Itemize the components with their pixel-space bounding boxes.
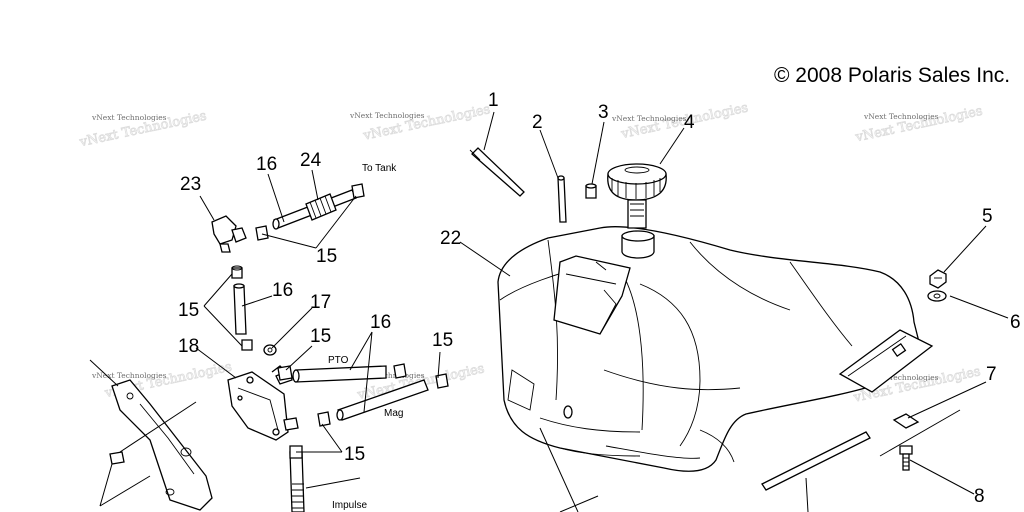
callout-6: 6	[1010, 312, 1021, 333]
callout-16-top: 16	[256, 154, 277, 175]
watermark-1: vNext Technologies vNext Technologies	[77, 108, 208, 151]
hose-clamp-15-e	[277, 365, 293, 381]
callout-2: 2	[532, 112, 543, 133]
tank-bracket-right	[838, 329, 934, 393]
svg-text:vNext Technologies: vNext Technologies	[611, 114, 687, 123]
fuel-hose-16-pto	[292, 365, 387, 383]
pump-bracket-23	[111, 379, 213, 511]
impulse-hose-21	[289, 445, 305, 512]
callout-19: 23	[180, 174, 201, 195]
callout-5: 5	[982, 206, 993, 227]
tank-side-pin	[563, 405, 573, 419]
callout-16-mid: 16	[272, 280, 293, 301]
callout-16-right: 16	[370, 312, 391, 333]
callout-15-top: 15	[316, 246, 337, 267]
hose-clamp-15-f	[393, 363, 407, 379]
svg-text:vNext Technologies: vNext Technologies	[853, 104, 983, 146]
callout-15-pump: 15	[310, 326, 331, 347]
copyright-notice: © 2008 Polaris Sales Inc.	[774, 64, 1011, 87]
leader-lines	[89, 111, 1009, 512]
callout-17: 17	[310, 292, 331, 313]
fuel-hose-16-mag	[336, 379, 429, 421]
callout-20: 24	[300, 150, 322, 171]
bolt-24	[109, 451, 125, 465]
callout-22: 22	[440, 228, 461, 249]
callout-15-bottom: 15	[344, 444, 365, 465]
vent-rod-2	[557, 175, 567, 223]
callout-4: 4	[684, 112, 695, 133]
washer-6	[927, 290, 947, 302]
svg-text:vNext Technologies: vNext Technologies	[91, 113, 167, 122]
svg-text:vNext Technologies: vNext Technologies	[91, 371, 167, 380]
bolt-8	[899, 445, 913, 471]
label-pto: PTO	[328, 355, 349, 366]
label-impulse: Impulse	[332, 500, 367, 511]
hose-clamp-15-b	[351, 183, 365, 199]
callout-1: 1	[488, 90, 499, 111]
filler-neck	[621, 230, 655, 259]
svg-text:vNext Technologies: vNext Technologies	[349, 111, 425, 120]
watermark-4: vNext Technologies vNext Technologies	[853, 103, 984, 146]
tank-top-pad	[553, 255, 631, 335]
svg-text:vNext Technologies: vNext Technologies	[349, 371, 425, 380]
tank-strap-lower	[761, 431, 871, 491]
callout-7: 7	[986, 364, 997, 385]
hose-clamp-15-h	[317, 411, 331, 427]
fuel-hose-16-mid	[233, 283, 247, 335]
fuel-cap	[607, 163, 667, 229]
callout-3: 3	[598, 102, 609, 123]
callout-15-mid: 15	[178, 300, 199, 321]
label-to-tank: To Tank	[362, 163, 397, 174]
svg-text:vNext Technologies: vNext Technologies	[361, 102, 491, 144]
hose-clamp-15-c	[231, 265, 243, 279]
svg-text:vNext Technologies: vNext Technologies	[863, 112, 939, 121]
hose-clamp-15-a	[255, 225, 269, 241]
callout-15-right: 15	[432, 330, 453, 351]
fuel-valve-19	[211, 215, 247, 253]
nut-5	[929, 269, 947, 289]
label-mag: Mag	[384, 408, 403, 419]
callout-8: 8	[974, 486, 985, 507]
fuel-pump-18	[227, 365, 299, 441]
tank-strap-1	[469, 147, 525, 197]
hose-clamp-15-g	[435, 373, 449, 389]
fitting-3	[585, 183, 597, 199]
watermark-3: vNext Technologies vNext Technologies	[611, 100, 750, 143]
spring-20	[305, 193, 337, 221]
rubber-pad-7	[879, 409, 961, 457]
callout-18: 18	[178, 336, 199, 357]
svg-text:vNext Technologies: vNext Technologies	[863, 373, 939, 382]
watermark-2: vNext Technologies vNext Technologies	[349, 102, 492, 145]
hose-clamp-15-d	[241, 339, 253, 351]
